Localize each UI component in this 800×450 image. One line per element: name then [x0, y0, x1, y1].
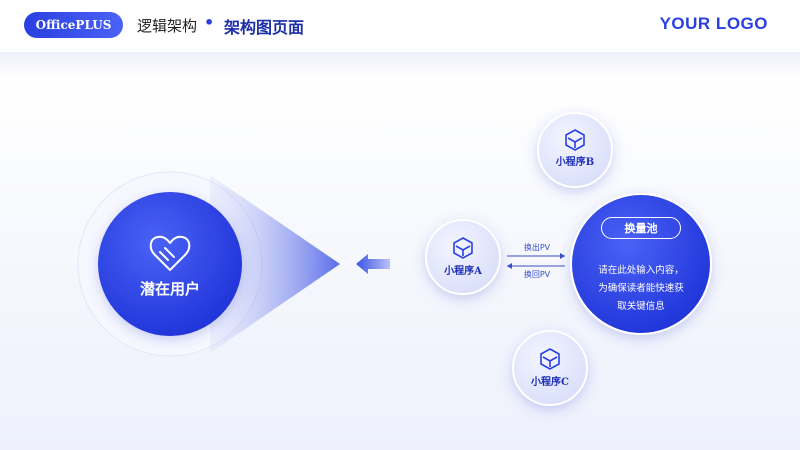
cube-icon: [540, 348, 560, 370]
breadcrumb-separator: •: [204, 13, 215, 32]
mini-app-a-label: 小程序A: [444, 266, 482, 277]
handshake-heart-icon: [149, 235, 191, 271]
cube-icon: [453, 237, 473, 259]
user-node: [98, 192, 242, 336]
pool-title-badge: 换量池: [601, 217, 681, 239]
header-bar: OfficePLUS 逻辑架构 • 架构图页面 YOUR LOGO: [0, 0, 800, 52]
focus-cone: [210, 175, 340, 353]
mini-app-a-node: [425, 219, 501, 295]
pool-line: 为确保读者能快速获: [598, 283, 684, 294]
logo: YOUR LOGO: [659, 14, 768, 33]
mini-app-c-node: [512, 330, 588, 406]
left-arrow-icon: [356, 254, 390, 274]
pool-line: 取关键信息: [617, 301, 665, 312]
header-shadow: [0, 52, 800, 76]
brand-badge[interactable]: OfficePLUS: [24, 12, 123, 38]
page-title: 架构图页面: [224, 18, 305, 37]
cube-icon: [565, 129, 585, 151]
user-node-label: 潜在用户: [139, 280, 200, 298]
mini-app-b-label: 小程序B: [555, 157, 595, 168]
mini-app-c-label: 小程序C: [531, 377, 569, 388]
pool-description: 请在此处输入内容， 为确保读者能快速获 取关键信息: [576, 262, 706, 316]
exchange-out-label: 换出PV: [523, 243, 551, 252]
breadcrumb-section: 逻辑架构: [137, 17, 198, 35]
exchange-back-label: 换回PV: [523, 270, 551, 279]
pool-line: 请在此处输入内容，: [598, 265, 684, 276]
